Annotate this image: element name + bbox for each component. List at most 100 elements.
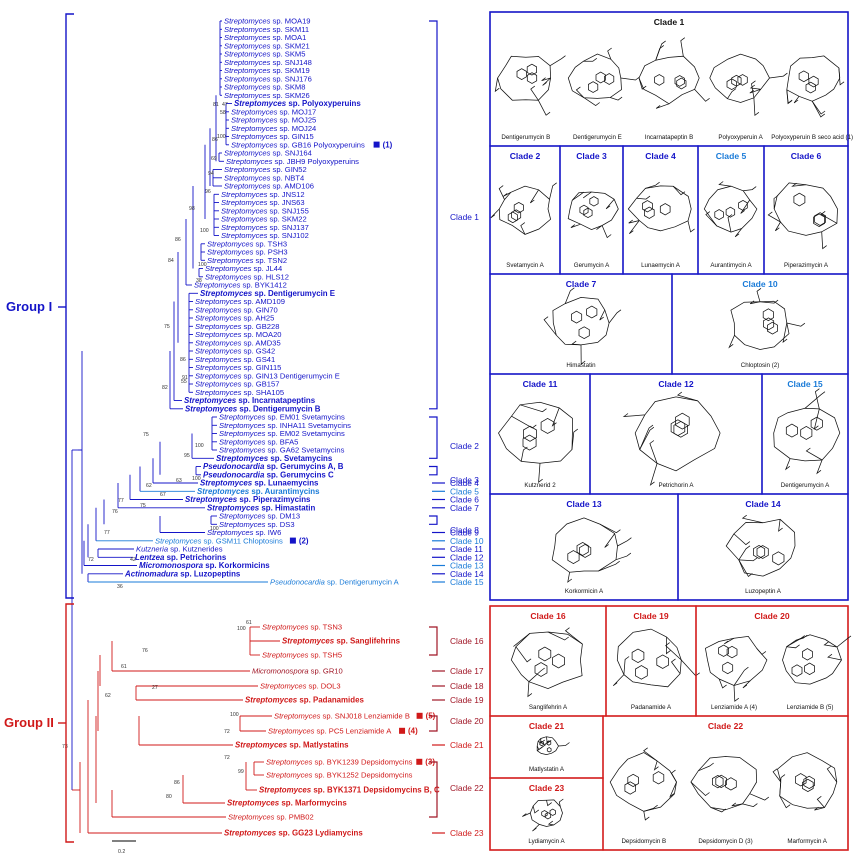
tree-leaf-label: Pseudonocardia sp. Gerumycins C — [203, 470, 334, 479]
leaf-genus: Streptomyces — [221, 231, 268, 240]
ring-bond — [549, 808, 556, 816]
panel-title: Clade 22 — [708, 721, 744, 731]
clade-label: Clade 6 — [450, 495, 479, 505]
side-chain-bond — [549, 55, 566, 67]
macrocycle-bond — [730, 300, 790, 350]
side-chain-bond — [522, 812, 531, 817]
bootstrap-value: 62 — [105, 693, 111, 699]
compound-name: Dentigerumycin B — [501, 134, 550, 141]
tree-leaf-label: Streptomyces sp. SKM19 — [224, 66, 310, 75]
side-chain-bond — [772, 768, 782, 783]
side-chain-bond — [740, 199, 751, 214]
ring-bond — [534, 662, 548, 677]
leaf-strain: sp. SKM21 — [270, 41, 309, 50]
ring-bond — [579, 543, 592, 558]
structure-panel — [489, 777, 604, 851]
leaf-genus: Streptomyces — [155, 536, 202, 545]
side-chain-bond — [690, 781, 710, 796]
macrocycle-bond — [725, 518, 796, 577]
ring-bond — [802, 648, 813, 661]
bootstrap-value: 100 — [198, 262, 207, 268]
side-chain-bond — [643, 747, 658, 762]
leaf-genus: Streptomyces — [185, 495, 238, 504]
tree-leaf-label: Streptomyces sp. GB157 — [195, 380, 279, 389]
ring-bond — [673, 420, 688, 438]
tree-leaf-label: Streptomyces sp. GIN13 Dentigerumycin E — [195, 371, 340, 380]
bootstrap-value: 100 — [195, 443, 204, 449]
bootstrap-value: 69 — [211, 156, 217, 162]
leaf-strain: sp. Dentigerumycin B — [237, 404, 321, 413]
side-chain-bond — [537, 741, 549, 745]
structure-panel — [489, 373, 591, 495]
side-chain-bond — [494, 77, 500, 93]
leaf-strain: sp. BYK1252 Depsidomycins — [312, 771, 412, 780]
compound-number: (2) — [299, 536, 309, 545]
ring-bond — [522, 434, 537, 451]
tree-leaf-label: Streptomyces sp. TSN2 — [207, 256, 287, 265]
tree-leaf-label: Streptomyces sp. JBH9 Polyoxyperuins — [226, 157, 359, 166]
leaf-strain: sp. GIN115 — [241, 363, 281, 372]
tree-leaf-label: Streptomyces sp. GIN52 — [224, 165, 307, 174]
leaf-strain: sp. SNJ102 — [267, 231, 308, 240]
side-chain-bond — [540, 738, 545, 744]
panel-title: Clade 13 — [566, 499, 602, 509]
ring-bond — [715, 774, 727, 789]
tree-leaf-label: Streptomyces sp. Himastatin — [207, 503, 315, 512]
ring-bond — [712, 774, 724, 789]
leaf-genus: Streptomyces — [221, 215, 268, 224]
leaf-strain: sp. BYK1371 Depsidomycins B, C — [311, 786, 440, 795]
tree-leaf-label: Streptomyces sp. JL44 — [205, 264, 282, 273]
leaf-strain: sp. GA62 Svetamycins — [265, 446, 344, 455]
side-chain-bond — [546, 800, 552, 807]
side-chain-bond — [805, 447, 823, 461]
leaf-strain: sp. TSN3 — [308, 623, 342, 632]
group-label: Group I — [6, 299, 52, 314]
chemical-structure — [703, 181, 758, 238]
panel-title: Clade 10 — [742, 279, 778, 289]
tree-leaf-label: Streptomyces sp. SKM26 — [224, 91, 310, 100]
leaf-genus: Streptomyces — [197, 487, 250, 496]
leaf-genus: Streptomyces — [207, 503, 260, 512]
leaf-strain: sp. Gerumycins C — [264, 470, 334, 479]
side-chain-bond — [811, 100, 826, 115]
leaf-strain: sp. MOA1 — [270, 33, 306, 42]
leaf-strain: sp. GS42 — [241, 347, 275, 356]
compound-name: Marformycin A — [787, 838, 827, 845]
ring-bond — [805, 81, 816, 94]
side-chain-bond — [814, 388, 820, 409]
side-chain-bond — [567, 572, 573, 583]
ring-bond — [813, 213, 825, 228]
side-chain-bond — [733, 685, 740, 702]
leaf-genus: Pseudonocardia — [203, 462, 265, 471]
bootstrap-value: 55 — [181, 379, 187, 385]
panel-title: Clade 23 — [529, 783, 565, 793]
side-chain-bond — [816, 795, 825, 808]
tree-leaf-label: Streptomyces sp. SNJ148 — [224, 58, 312, 67]
tree-leaf-label: Pseudonocardia sp. Gerumycins A, B — [203, 462, 344, 471]
ring-bond — [656, 654, 669, 669]
leaf-genus: Streptomyces — [224, 149, 271, 158]
ring-bond — [804, 662, 815, 676]
macrocycle-bond — [690, 756, 757, 811]
leaf-genus: Streptomyces — [266, 758, 313, 767]
compound-name: Dentigerumycin E — [573, 134, 622, 141]
leaf-strain: sp. AMD35 — [241, 338, 280, 347]
leaf-strain: sp. Dentigerumycin E — [252, 289, 335, 298]
leaf-genus: Streptomyces — [228, 813, 275, 822]
side-chain-bond — [759, 299, 779, 304]
tree-leaf-label: Streptomyces sp. Lunaemycins — [200, 479, 319, 488]
chemical-structure — [627, 181, 695, 234]
side-chain-bond — [786, 635, 805, 648]
tree-leaf-label: Streptomyces sp. Dentigerumycin E — [200, 289, 335, 298]
bootstrap-value: 36 — [117, 584, 123, 590]
side-chain-bond — [538, 463, 543, 483]
tree-leaf-label: Streptomyces sp. Polyoxyperuins — [234, 99, 361, 108]
chemical-structure — [638, 37, 710, 109]
ring-bond — [541, 810, 548, 818]
tree-leaf-label: Streptomyces sp. GIN70 — [195, 305, 278, 314]
leaf-genus: Streptomyces — [184, 396, 237, 405]
leaf-strain: sp. SNJ018 Lenziamide B — [320, 712, 410, 721]
ring-bond — [714, 209, 724, 221]
side-chain-bond — [823, 641, 838, 648]
